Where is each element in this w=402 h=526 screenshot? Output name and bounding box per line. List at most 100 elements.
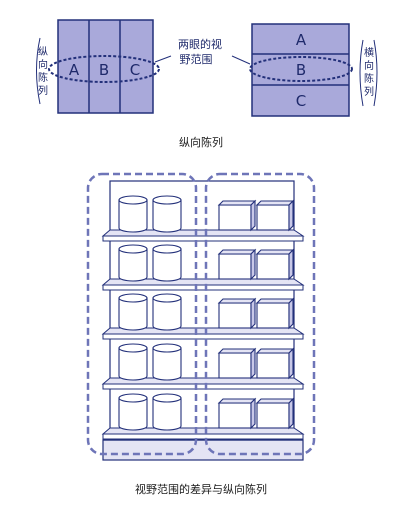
left-paren-top (36, 37, 41, 105)
vertical-side-char-2: 向 (38, 58, 48, 71)
cylinder-top (118, 293, 148, 303)
cylinder-body (152, 397, 182, 431)
box-top (217, 249, 257, 255)
box-top (255, 249, 295, 255)
box-product (217, 248, 257, 281)
cylinder-product (118, 343, 148, 381)
cylinder-body (152, 347, 182, 381)
box-product (255, 248, 295, 281)
box-side (288, 248, 294, 281)
cylinder-product (152, 343, 182, 381)
row-label-a: A (296, 31, 307, 49)
binocular-vision-note: 两眼的视 野范围 (154, 37, 251, 66)
box-front (256, 302, 290, 329)
row-label-c: C (296, 92, 306, 110)
note-leader-left (154, 55, 172, 63)
cylinder-body (152, 248, 182, 282)
box-front (218, 204, 252, 231)
box-front (256, 402, 290, 429)
note-leader-right (231, 55, 251, 65)
box-product (217, 397, 257, 430)
vision-range-ellipse-left (48, 55, 160, 83)
vision-zone-left (86, 172, 198, 456)
vertical-arrangement-panel: A B C (48, 19, 160, 114)
shelf-board-front (102, 383, 304, 390)
vertical-panel-box (57, 19, 154, 114)
horizontal-side-label: 横 向 陈 列 (359, 39, 378, 107)
box-product (255, 347, 295, 380)
box-side (250, 297, 256, 330)
shelf-board-front (102, 333, 304, 340)
column-label-b: B (99, 61, 109, 79)
shelf-unit (101, 180, 305, 461)
cylinder-product (152, 393, 182, 431)
note-line-1: 两眼的视 (178, 37, 222, 51)
cylinder-product (118, 244, 148, 282)
box-front (256, 204, 290, 231)
box-front (218, 352, 252, 379)
cylinder-top (152, 393, 182, 403)
cylinder-top (152, 244, 182, 254)
cylinder-top (118, 244, 148, 254)
cylinder-product (152, 195, 182, 233)
box-side (250, 347, 256, 380)
cylinder-product (118, 195, 148, 233)
cylinder-product (118, 393, 148, 431)
cylinder-top (118, 195, 148, 205)
box-product (255, 397, 295, 430)
box-side (288, 397, 294, 430)
box-product (217, 199, 257, 232)
right-paren-left (359, 39, 364, 107)
box-top (217, 298, 257, 304)
cylinder-body (118, 297, 148, 331)
column-label-a: A (69, 61, 80, 79)
bottom-caption: 视野范围的差异与纵向陈列 (135, 482, 267, 496)
cylinder-body (152, 297, 182, 331)
box-front (218, 402, 252, 429)
box-side (288, 347, 294, 380)
row-label-b: B (296, 61, 306, 79)
vertical-side-label: 纵 向 陈 列 (36, 37, 48, 105)
cylinder-body (152, 199, 182, 233)
box-product (255, 199, 295, 232)
cylinder-top (152, 343, 182, 353)
cylinder-body (118, 347, 148, 381)
box-front (218, 253, 252, 280)
box-top (217, 348, 257, 354)
vision-range-ellipse-right (249, 56, 353, 82)
cylinder-body (118, 199, 148, 233)
cylinder-top (118, 343, 148, 353)
box-product (217, 347, 257, 380)
column-label-c: C (130, 61, 140, 79)
cylinder-top (118, 393, 148, 403)
vertical-side-char-3: 陈 (38, 71, 48, 84)
horizontal-side-char-3: 陈 (364, 72, 374, 85)
cylinder-product (152, 244, 182, 282)
cylinder-body (118, 397, 148, 431)
box-top (255, 298, 295, 304)
box-front (256, 352, 290, 379)
box-product (217, 297, 257, 330)
box-top (255, 348, 295, 354)
box-side (250, 397, 256, 430)
horizontal-side-char-2: 向 (364, 59, 374, 72)
box-front (256, 253, 290, 280)
box-side (250, 248, 256, 281)
horizontal-panel-box (251, 23, 350, 117)
horizontal-side-char-1: 横 (364, 46, 374, 59)
horizontal-arrangement-panel: A B C (249, 23, 353, 117)
box-top (217, 200, 257, 206)
top-caption: 纵向陈列 (179, 135, 223, 149)
vertical-side-char-1: 纵 (38, 46, 48, 58)
box-side (288, 297, 294, 330)
shelf-base-front (102, 439, 304, 461)
shelf-board-front (102, 235, 304, 242)
note-line-2: 野范围 (180, 52, 213, 66)
right-paren-right (373, 39, 378, 107)
box-top (217, 398, 257, 404)
shelf-board-front (102, 433, 304, 440)
vertical-side-char-4: 列 (38, 84, 48, 97)
cylinder-body (118, 248, 148, 282)
box-front (218, 302, 252, 329)
